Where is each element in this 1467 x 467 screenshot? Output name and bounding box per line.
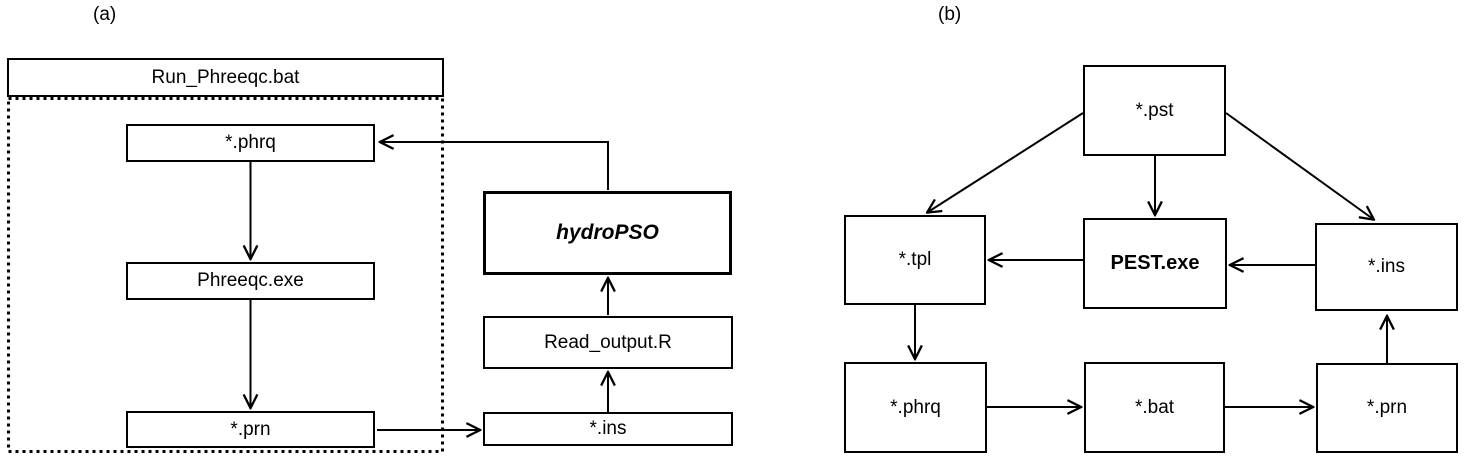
box-a-ins: *.ins [483,412,733,446]
box-b-ins: *.ins [1315,223,1458,311]
box-a-read-output-label: Read_output.R [544,331,672,353]
box-b-phrq: *.phrq [844,362,987,453]
arrow-hydropso-to-phrq [381,142,609,190]
box-a-hydropso-label: hydroPSO [556,221,659,244]
box-run-phreeqc-bat: Run_Phreeqc.bat [7,58,444,97]
box-a-prn-label: *.prn [230,418,271,440]
box-a-read-output: Read_output.R [483,316,733,369]
box-a-ins-label: *.ins [589,418,627,439]
panel-a-label: (a) [93,4,117,25]
box-b-pest-exe: PEST.exe [1083,218,1227,309]
box-b-prn: *.prn [1316,363,1458,453]
arrow-pst-to-ins [1225,112,1373,219]
box-a-phreeqc-exe-label: Phreeqc.exe [197,270,304,291]
box-a-prn: *.prn [126,411,375,448]
box-run-phreeqc-bat-label: Run_Phreeqc.bat [151,66,300,88]
box-a-hydropso: hydroPSO [483,191,732,275]
box-a-phrq-label: *.phrq [225,132,276,153]
box-b-phrq-label: *.phrq [890,396,941,418]
box-b-tpl-label: *.tpl [898,249,932,270]
box-b-prn-label: *.prn [1366,397,1408,418]
arrow-pst-to-tpl [928,112,1084,212]
box-a-phrq: *.phrq [126,124,375,162]
box-b-bat: *.bat [1084,362,1225,453]
box-b-pst: *.pst [1083,65,1226,156]
box-b-ins-label: *.ins [1368,256,1405,277]
box-b-bat-label: *.bat [1134,396,1175,418]
box-b-tpl: *.tpl [844,215,986,305]
box-a-phreeqc-exe: Phreeqc.exe [126,262,375,300]
box-b-pest-exe-label: PEST.exe [1110,252,1200,274]
panel-b-label: (b) [938,4,962,25]
box-b-pst-label: *.pst [1135,99,1174,121]
dotted-batch-boundary [7,97,444,453]
